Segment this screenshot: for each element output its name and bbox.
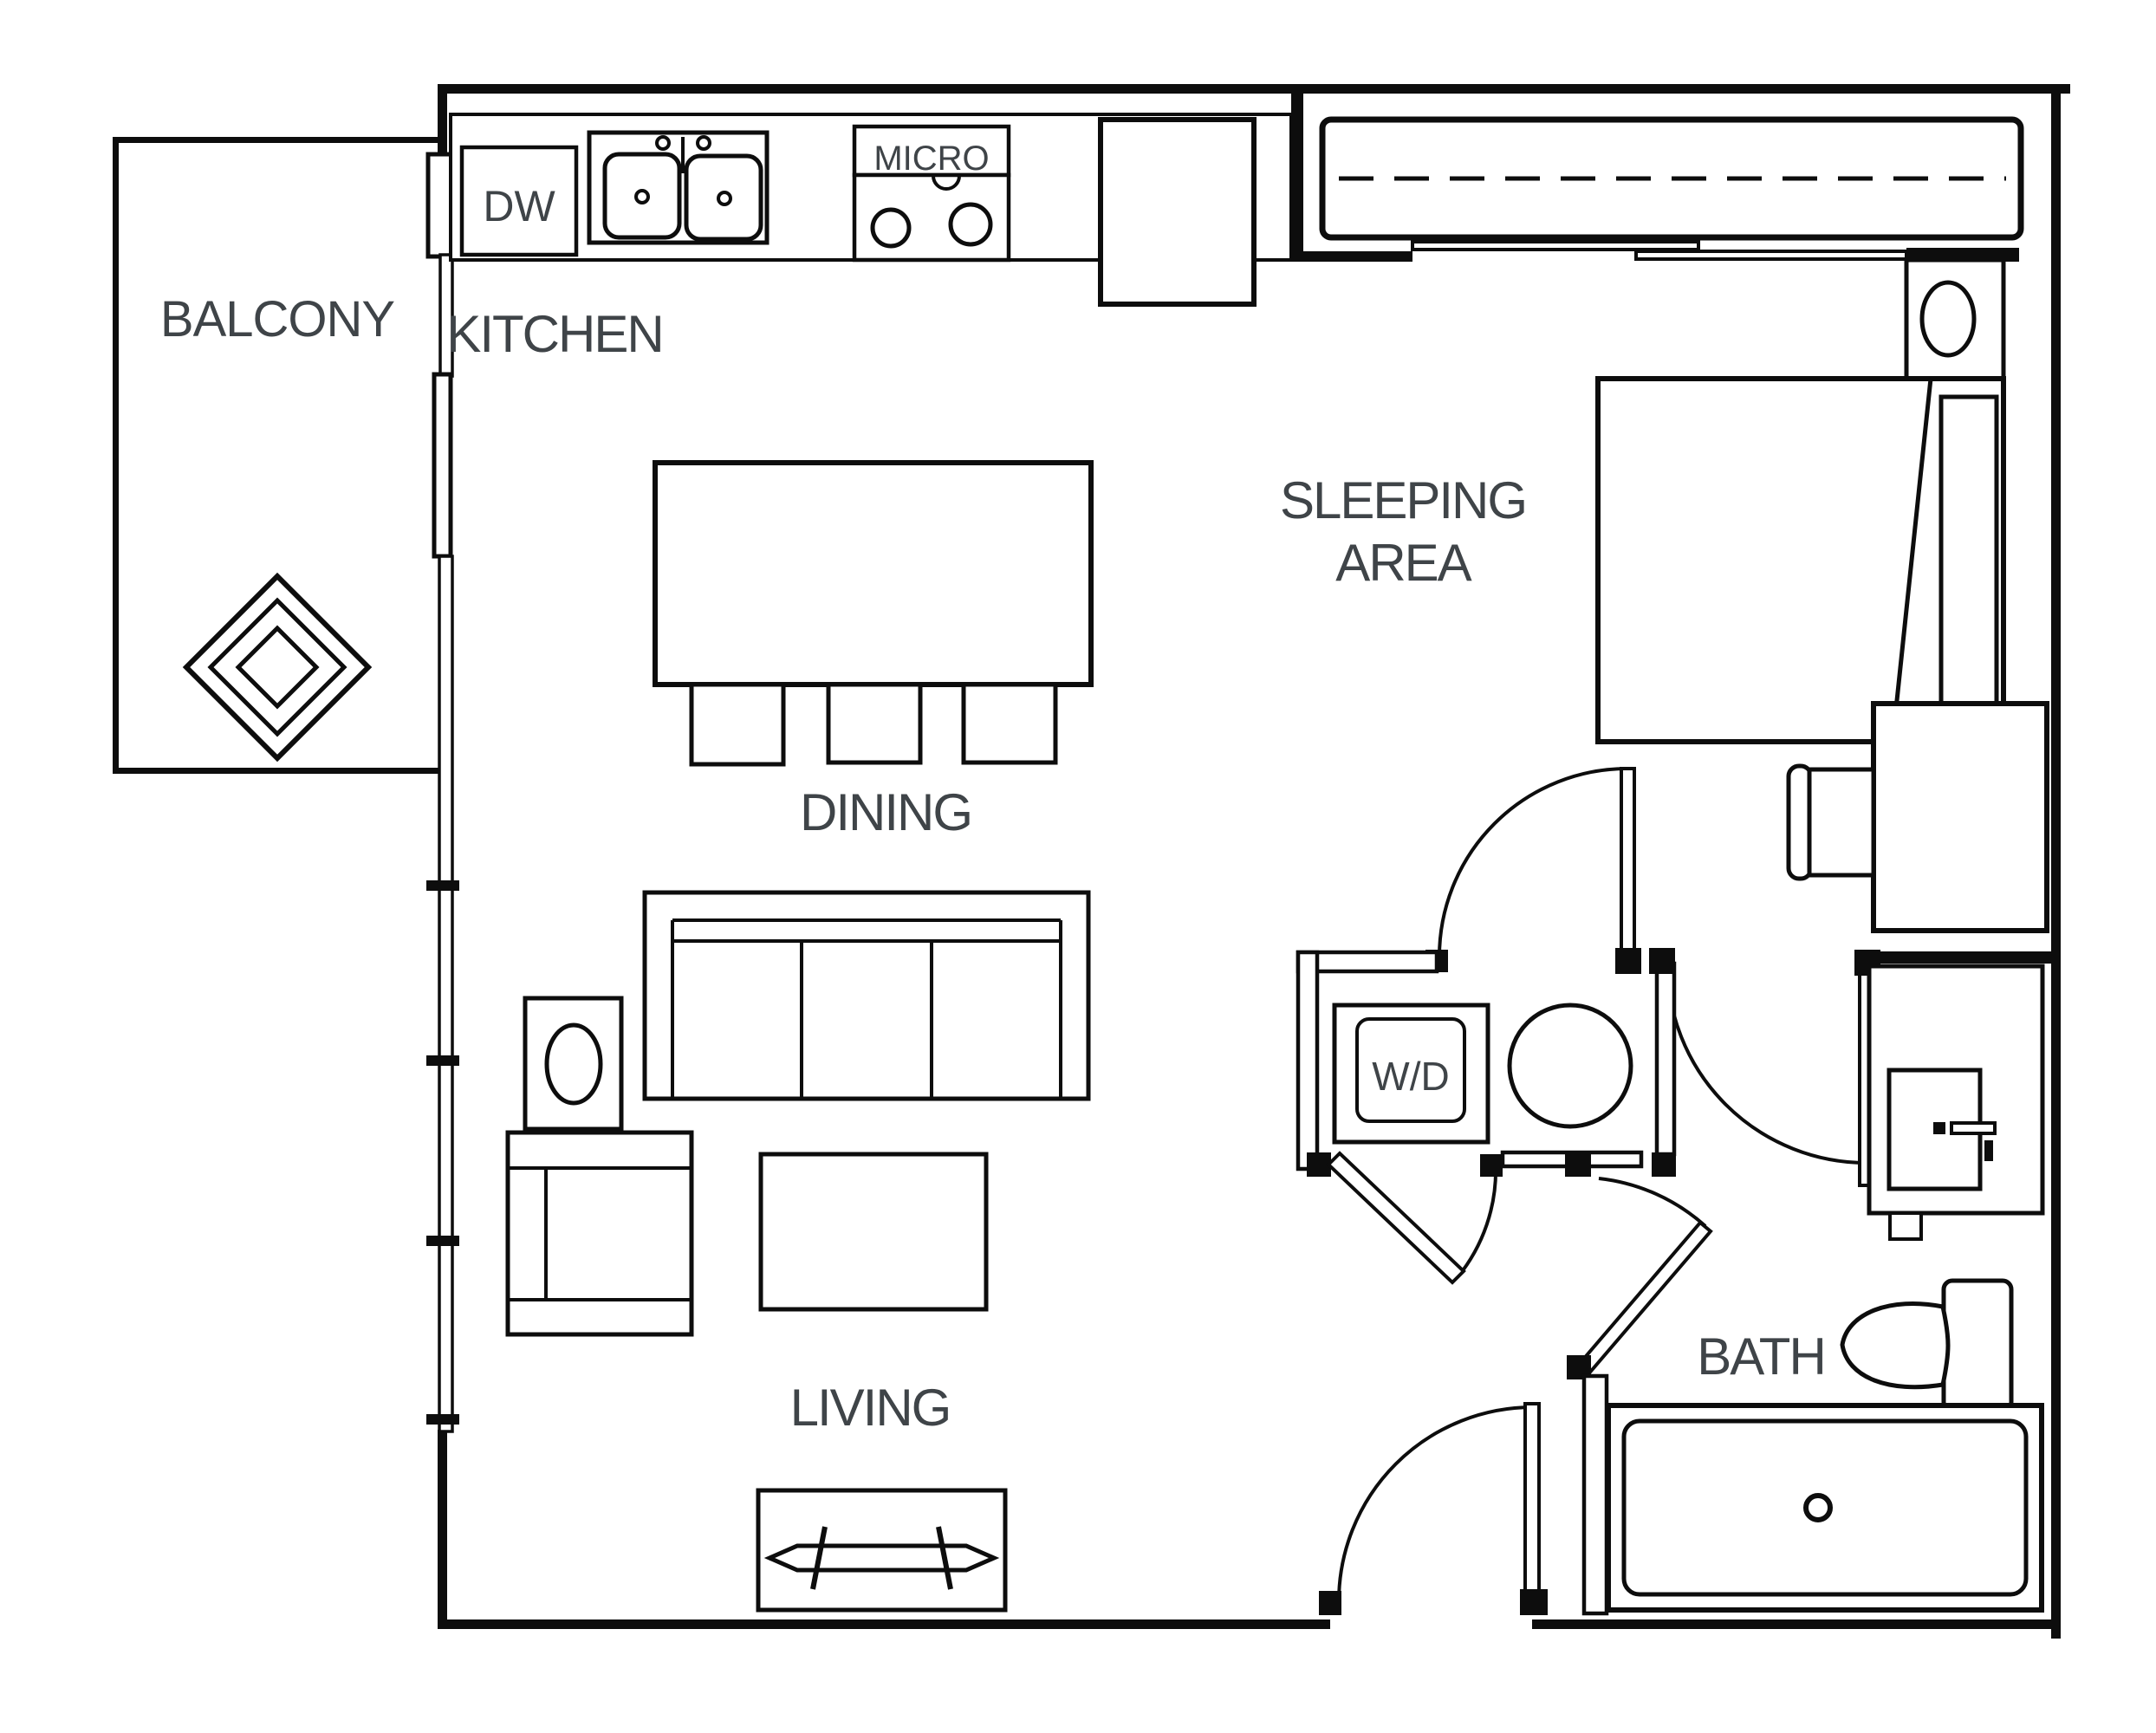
bath-door-leaf xyxy=(1575,1220,1713,1378)
closet-slider-rail-2 xyxy=(1634,250,1908,261)
hall-partition-wall xyxy=(1649,948,1677,1177)
sleeping-area-label-line1: SLEEPING xyxy=(1280,471,1526,529)
toilet-tank xyxy=(1941,1278,2014,1413)
bathtub xyxy=(1606,1403,2044,1613)
armchair xyxy=(505,1130,694,1337)
closet-slider-rail-1 xyxy=(1411,240,1700,251)
toilet xyxy=(1840,1278,2014,1413)
burner-right xyxy=(948,202,993,247)
lamp-icon xyxy=(1919,280,1977,358)
lamp-icon xyxy=(544,1022,603,1106)
laundry-door-leaf xyxy=(1326,1151,1466,1285)
kitchen-sink xyxy=(587,130,770,245)
water-heater xyxy=(1507,1003,1633,1129)
entry-door xyxy=(1319,1402,1548,1615)
tub-room-wall xyxy=(1581,1373,1609,1616)
unit-walls xyxy=(438,84,2070,1639)
tub-drain xyxy=(1803,1493,1833,1522)
window-band xyxy=(426,555,459,1433)
balcony-label: BALCONY xyxy=(160,291,395,347)
nightstand xyxy=(1904,257,2006,382)
tv-stand xyxy=(756,1488,1008,1613)
hall-bath-door xyxy=(1666,950,1880,1187)
bath-door xyxy=(1565,1154,1713,1379)
refrigerator xyxy=(1098,117,1257,307)
stool-1 xyxy=(689,682,786,767)
burner-left xyxy=(870,207,912,249)
washer-dryer-label: W/D xyxy=(1372,1054,1449,1099)
dishwasher: DW xyxy=(459,145,579,257)
entry-door-leaf xyxy=(1523,1402,1541,1594)
laundry-closet: W/D xyxy=(1296,950,1644,1285)
drain-dot-left xyxy=(634,189,650,204)
sofa xyxy=(642,890,1091,1101)
faucet-dot-left xyxy=(655,135,671,151)
bath-label: BATH xyxy=(1697,1327,1825,1386)
sleeping-hall-door xyxy=(1425,767,1641,974)
sleeping-area-label-line2: AREA xyxy=(1335,534,1471,592)
dishwasher-label: DW xyxy=(483,182,555,230)
microwave-stove: MICRO xyxy=(852,124,1011,263)
vanity-side-box xyxy=(1888,1211,1923,1241)
coffee-table xyxy=(758,1152,989,1312)
desk xyxy=(1871,701,2049,933)
toilet-bowl xyxy=(1840,1301,1951,1390)
dining-label: DINING xyxy=(800,783,971,841)
bed-fold-line xyxy=(1890,378,1933,743)
kitchen-closet-divider-wall xyxy=(1291,94,1412,262)
stool-3 xyxy=(961,682,1058,765)
kitchen-label: KITCHEN xyxy=(446,305,662,363)
kitchen-island xyxy=(653,460,1094,767)
faucet-dot-right xyxy=(696,135,711,151)
microwave-label: MICRO xyxy=(873,140,989,178)
end-table xyxy=(523,996,624,1132)
balcony-walls xyxy=(113,137,442,774)
bed xyxy=(1595,376,2006,744)
faucet-icon xyxy=(1933,1122,1945,1134)
desk-chair xyxy=(1786,763,1876,881)
bath-hall-wall-stub xyxy=(1865,951,2061,964)
laundry-door-arc xyxy=(1456,1165,1498,1279)
drain-dot-right xyxy=(717,191,732,206)
tv-icon xyxy=(763,1543,1000,1573)
living-label: LIVING xyxy=(790,1379,951,1437)
bath-vanity xyxy=(1867,964,2045,1241)
stool-2 xyxy=(826,682,923,765)
closet xyxy=(1319,116,2024,262)
bed-pillow xyxy=(1938,394,1999,730)
balcony-chair xyxy=(182,572,373,763)
stove-detail-arc xyxy=(932,175,961,191)
